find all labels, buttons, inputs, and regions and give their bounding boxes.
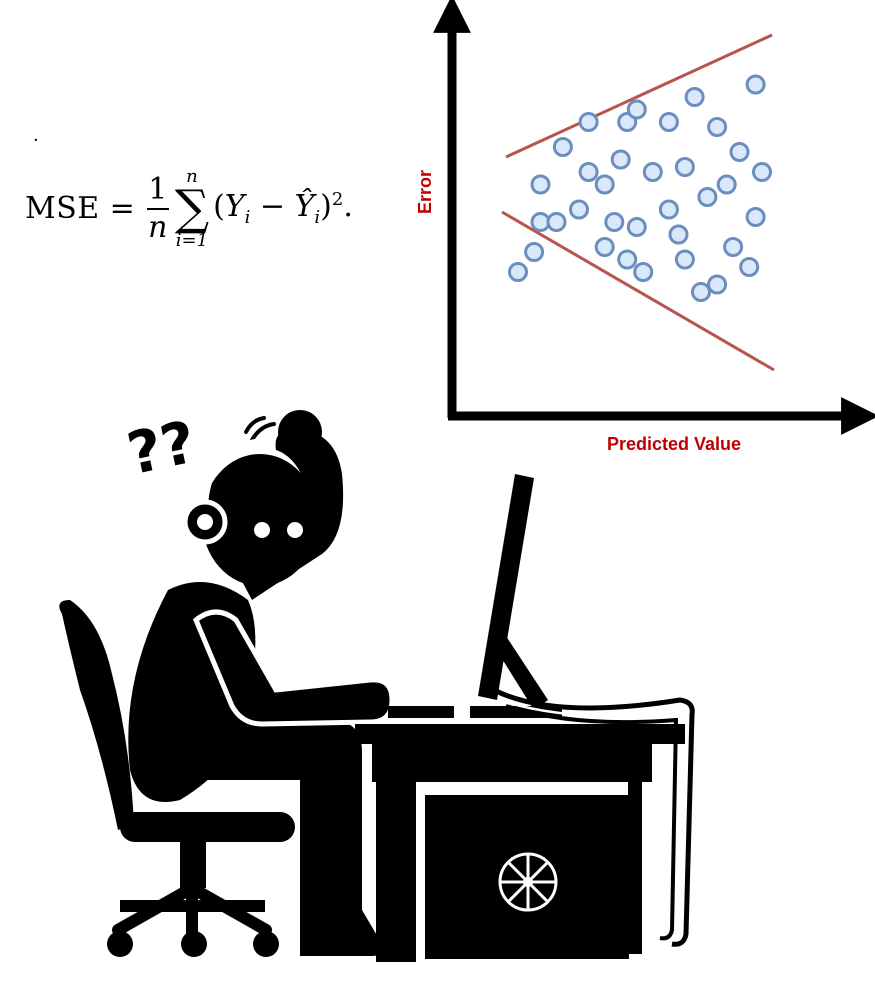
data-point-25: [691, 282, 711, 302]
fraction-bar: [146, 207, 169, 210]
lead-dot: ·: [33, 130, 39, 151]
person-at-computer-illustration: ??: [59, 408, 695, 965]
formula-fraction: 1 n: [146, 172, 169, 245]
data-point-30: [723, 237, 744, 257]
sum-symbol: ∑: [174, 180, 210, 236]
data-point-0: [508, 262, 528, 282]
sum-lower-limit: i=1: [175, 229, 209, 251]
data-point-20: [658, 112, 679, 132]
data-point-11: [604, 212, 625, 232]
formula-term: (Yi − Ŷi)2.: [213, 189, 353, 228]
formula-lhs: MSE: [25, 191, 100, 227]
term-y-hat: Ŷ: [294, 189, 315, 225]
y-axis-label: Error: [415, 170, 435, 214]
data-point-22: [674, 249, 695, 270]
monitor-icon: [478, 474, 695, 947]
data-point-5: [552, 137, 573, 157]
data-point-26: [697, 187, 718, 207]
data-point-34: [745, 207, 766, 227]
chart-layer: Predicted Value Error: [415, 0, 875, 454]
term-y: Y: [224, 189, 245, 225]
lower-bound-line: [501, 210, 775, 372]
data-point-18: [642, 162, 663, 182]
upper-bound-line: [505, 33, 773, 159]
data-point-19: [658, 199, 679, 220]
data-point-15: [626, 217, 647, 237]
data-point-2: [530, 212, 551, 232]
formula-equals: =: [109, 191, 135, 227]
term-open-paren: (: [213, 189, 225, 225]
data-point-24: [684, 87, 705, 107]
term-close-paren: ): [320, 189, 332, 225]
sum-upper-limit: n: [186, 166, 198, 187]
data-point-6: [569, 199, 589, 220]
data-point-7: [578, 162, 599, 182]
data-point-27: [707, 274, 728, 295]
term-exponent: 2: [331, 189, 344, 211]
question-marks: ??: [122, 408, 202, 489]
data-point-31: [729, 142, 750, 162]
data-point-28: [707, 117, 728, 137]
scratch-marks-icon: [244, 416, 276, 442]
data-point-35: [752, 162, 772, 182]
data-point-9: [594, 237, 615, 257]
term-period: .: [343, 189, 353, 225]
data-point-33: [745, 74, 766, 95]
data-point-17: [633, 262, 654, 282]
data-point-16: [626, 99, 647, 120]
mse-formula: MSE = 1 n n ∑ i=1 (Yi − Ŷi)2.: [25, 168, 353, 250]
x-axis-label: Predicted Value: [607, 434, 741, 454]
data-point-12: [610, 149, 631, 170]
formula-sum: n ∑ i=1: [175, 168, 209, 250]
person-icon: [128, 410, 395, 956]
data-point-4: [546, 212, 567, 232]
data-point-3: [530, 174, 551, 195]
term-sub-i: i: [244, 207, 251, 229]
term-sub-i-2: i: [314, 207, 321, 229]
data-point-8: [578, 112, 599, 132]
fraction-denominator: n: [148, 209, 168, 245]
office-chair-icon: [59, 600, 295, 957]
data-point-23: [674, 157, 695, 177]
data-point-32: [739, 257, 760, 277]
data-point-10: [594, 174, 615, 195]
term-minus: −: [250, 189, 295, 225]
data-point-21: [668, 224, 689, 245]
data-point-1: [524, 242, 545, 262]
data-point-29: [716, 174, 737, 195]
data-point-13: [617, 249, 638, 270]
fan-icon: [498, 852, 558, 912]
desk-icon: [355, 706, 685, 965]
fraction-numerator: 1: [148, 172, 168, 208]
